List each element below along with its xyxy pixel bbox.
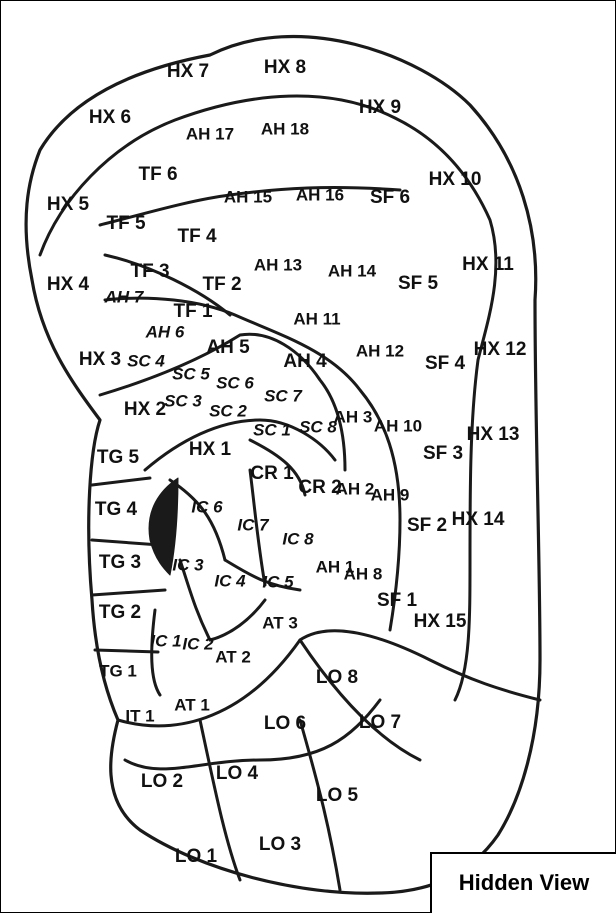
- zone-ah-18: AH 18: [261, 119, 309, 138]
- zone-sf-5: SF 5: [398, 273, 439, 294]
- zone-ah-12: AH 12: [356, 341, 404, 360]
- zone-lo-4: LO 4: [216, 763, 259, 784]
- zone-hx-1: HX 1: [189, 439, 232, 460]
- zone-hx-13: HX 13: [467, 424, 520, 445]
- zone-hx-11: HX 11: [462, 254, 514, 275]
- zone-sf-4: SF 4: [425, 353, 466, 374]
- zone-hx-10: HX 10: [429, 169, 482, 190]
- zone-tf-6: TF 6: [138, 164, 177, 185]
- zone-ic-2: IC 2: [182, 634, 214, 653]
- zone-ah-3: AH 3: [334, 407, 373, 426]
- zone-hx-7: HX 7: [167, 61, 209, 82]
- zone-cr-2: CR 2: [298, 477, 341, 498]
- zone-sf-6: SF 6: [370, 187, 410, 208]
- zone-lo-5: LO 5: [316, 785, 359, 806]
- zone-tg-2: TG 2: [99, 602, 141, 623]
- zone-ah-10: AH 10: [374, 416, 422, 435]
- tg-line-1: [92, 478, 150, 485]
- zone-ic-7: IC 7: [237, 515, 270, 534]
- zone-ah-8: AH 8: [344, 564, 383, 583]
- zone-sc-1: SC 1: [253, 420, 291, 439]
- zone-tg-5: TG 5: [97, 447, 140, 468]
- zone-hx-12: HX 12: [474, 339, 527, 360]
- zone-tf-2: TF 2: [202, 274, 241, 295]
- view-label-box: Hidden View: [430, 852, 616, 913]
- zone-tg-3: TG 3: [99, 552, 141, 573]
- zone-tf-3: TF 3: [130, 261, 169, 282]
- tg-line-4: [95, 650, 158, 652]
- zone-hx-4: HX 4: [47, 274, 90, 295]
- zone-sc-4: SC 4: [127, 351, 165, 370]
- zone-hx-15: HX 15: [414, 611, 467, 632]
- zone-ic-5: IC 5: [262, 572, 294, 591]
- zone-sc-8: SC 8: [299, 417, 337, 436]
- zone-tf-1: TF 1: [173, 301, 212, 322]
- zone-hx-6: HX 6: [89, 107, 131, 128]
- zone-sc-3: SC 3: [164, 391, 202, 410]
- zone-ah-14: AH 14: [328, 261, 377, 280]
- zone-ah-15: AH 15: [224, 187, 272, 206]
- zone-it-1: IT 1: [125, 706, 154, 725]
- zone-sf-1: SF 1: [377, 590, 418, 611]
- zone-lo-7: LO 7: [359, 712, 401, 733]
- zone-sc-6: SC 6: [216, 373, 254, 392]
- zone-lo-6: LO 6: [264, 713, 306, 734]
- zone-cr-1: CR 1: [250, 463, 294, 484]
- view-label: Hidden View: [432, 870, 616, 896]
- zone-hx-8: HX 8: [264, 57, 306, 78]
- lo-line-2: [125, 700, 380, 769]
- zone-hx-3: HX 3: [79, 349, 121, 370]
- zone-at-3: AT 3: [262, 613, 298, 632]
- zone-ah-11: AH 11: [293, 309, 340, 328]
- zone-hx-9: HX 9: [359, 97, 401, 118]
- zone-sf-2: SF 2: [407, 515, 447, 536]
- zone-ic-4: IC 4: [214, 571, 246, 590]
- zone-tg-1: TG 1: [99, 661, 137, 680]
- zone-sc-7: SC 7: [264, 386, 303, 405]
- zone-sf-3: SF 3: [423, 443, 463, 464]
- zone-at-2: AT 2: [215, 647, 251, 666]
- zone-ic-3: IC 3: [172, 555, 204, 574]
- zone-lo-2: LO 2: [141, 771, 183, 792]
- zone-tg-4: TG 4: [95, 499, 138, 520]
- zone-ah-9: AH 9: [371, 485, 410, 504]
- lo-line-5: [300, 640, 420, 760]
- zone-tf-4: TF 4: [177, 226, 216, 247]
- zone-hx-5: HX 5: [47, 194, 90, 215]
- zone-ah-17: AH 17: [186, 124, 234, 143]
- zone-tf-5: TF 5: [106, 213, 145, 234]
- zone-ic-1: IC 1: [150, 631, 181, 650]
- zone-ah-16: AH 16: [296, 185, 344, 204]
- zone-ah-13: AH 13: [254, 255, 302, 274]
- zone-hx-14: HX 14: [452, 509, 505, 530]
- zone-hx-2: HX 2: [124, 399, 166, 420]
- zone-lo-8: LO 8: [316, 667, 358, 688]
- zone-ic-8: IC 8: [282, 529, 314, 548]
- zone-ah-5: AH 5: [206, 337, 250, 358]
- zone-lo-1: LO 1: [175, 846, 218, 867]
- zone-ah-6: AH 6: [145, 322, 185, 341]
- zone-ic-6: IC 6: [191, 497, 223, 516]
- tg-line-3: [92, 590, 165, 595]
- zone-sc-5: SC 5: [172, 364, 210, 383]
- zone-ah-4: AH 4: [283, 351, 327, 372]
- ic-line-5: [210, 600, 265, 640]
- zone-at-1: AT 1: [174, 695, 210, 714]
- zone-sc-2: SC 2: [209, 401, 247, 420]
- zone-lo-3: LO 3: [259, 834, 301, 855]
- zone-ah-7: AH 7: [104, 287, 145, 306]
